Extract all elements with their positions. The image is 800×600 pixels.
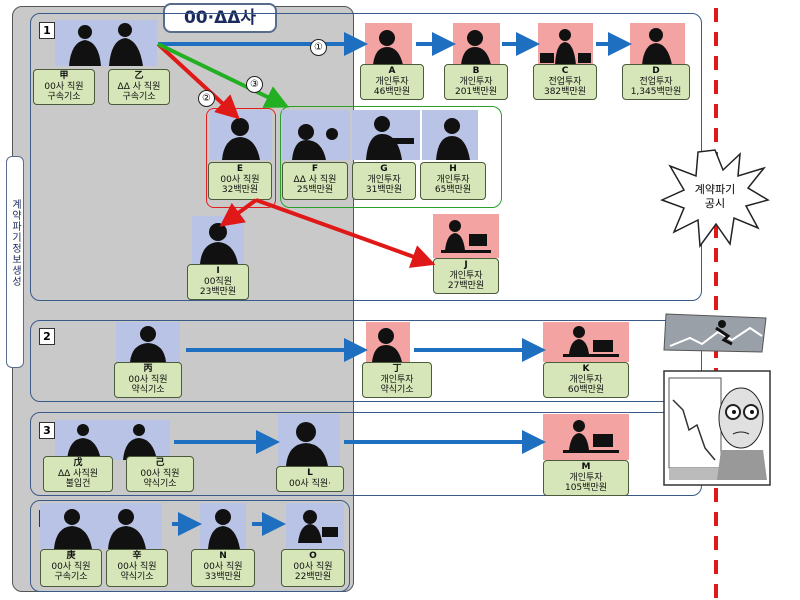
notice-text: 계약파기 공시 [690,183,740,211]
F-photo [282,110,350,160]
M-photo [543,414,629,460]
group-number-1: 1 [39,22,55,39]
route-marker-2: ② [198,90,215,107]
side-label-text: 계약파기정보생성 [9,199,21,287]
route-3-box [280,106,502,208]
J-photo [433,214,499,258]
company-title: 00·ΔΔ사 [163,3,277,33]
N-photo [200,503,246,549]
L-photo [278,414,340,466]
H-photo [422,110,478,160]
C-photo [538,23,593,65]
A-photo [365,23,412,65]
group-number-3: 3 [39,422,55,439]
E-photo [210,110,272,160]
falling-illustration [663,313,767,353]
route-marker-1: ① [310,39,327,56]
notice-line-1: 계약파기 [694,183,736,196]
jeong-photo [366,322,410,362]
group-2-frame [30,320,702,402]
arrow-eul-to-F [157,42,290,108]
B-photo [453,23,500,65]
G-photo [352,110,420,160]
side-label: 계약파기정보생성 [6,156,24,368]
arrow-eul-to-E [156,42,240,120]
arrow-E-to-I [219,198,258,227]
group-4-frame [30,500,350,592]
notice-line-2: 공시 [704,197,726,210]
burst-notice-shape [660,149,770,248]
route-marker-3: ③ [246,76,263,93]
K-photo [543,322,629,362]
mu-gi-photo [55,420,170,460]
arrow-E-to-J [255,198,436,268]
O-photo [286,503,344,549]
gap-eul-photo [55,20,157,66]
group-number-2: 2 [39,328,55,345]
worried-man-illustration [663,370,771,486]
D-photo [630,23,685,65]
byeong-photo [116,322,180,362]
gyeong-sin-photo [40,503,162,549]
